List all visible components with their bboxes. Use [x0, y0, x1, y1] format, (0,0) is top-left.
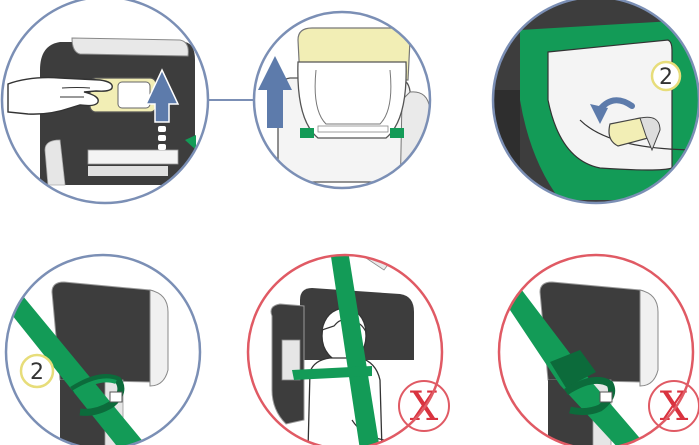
panel-1-pull-handle: [0, 0, 210, 210]
panel-5-wrong-child-belt: X: [245, 250, 449, 445]
step-badge-4: 2: [21, 355, 53, 387]
seat-top-edge: [72, 38, 188, 56]
panel-4-correct-belt: 2: [0, 250, 210, 445]
panel-2-headrest-raise: [250, 0, 440, 200]
step-number: 2: [659, 65, 673, 90]
panel-6-wrong-twisted-belt: X: [495, 250, 699, 445]
step-number: 2: [30, 360, 44, 385]
warning-x-icon: X: [399, 381, 449, 431]
step-badge-3: 2: [652, 62, 680, 90]
panel-3-belt-guide: 2: [490, 0, 699, 210]
warning-x-icon: X: [649, 381, 699, 431]
